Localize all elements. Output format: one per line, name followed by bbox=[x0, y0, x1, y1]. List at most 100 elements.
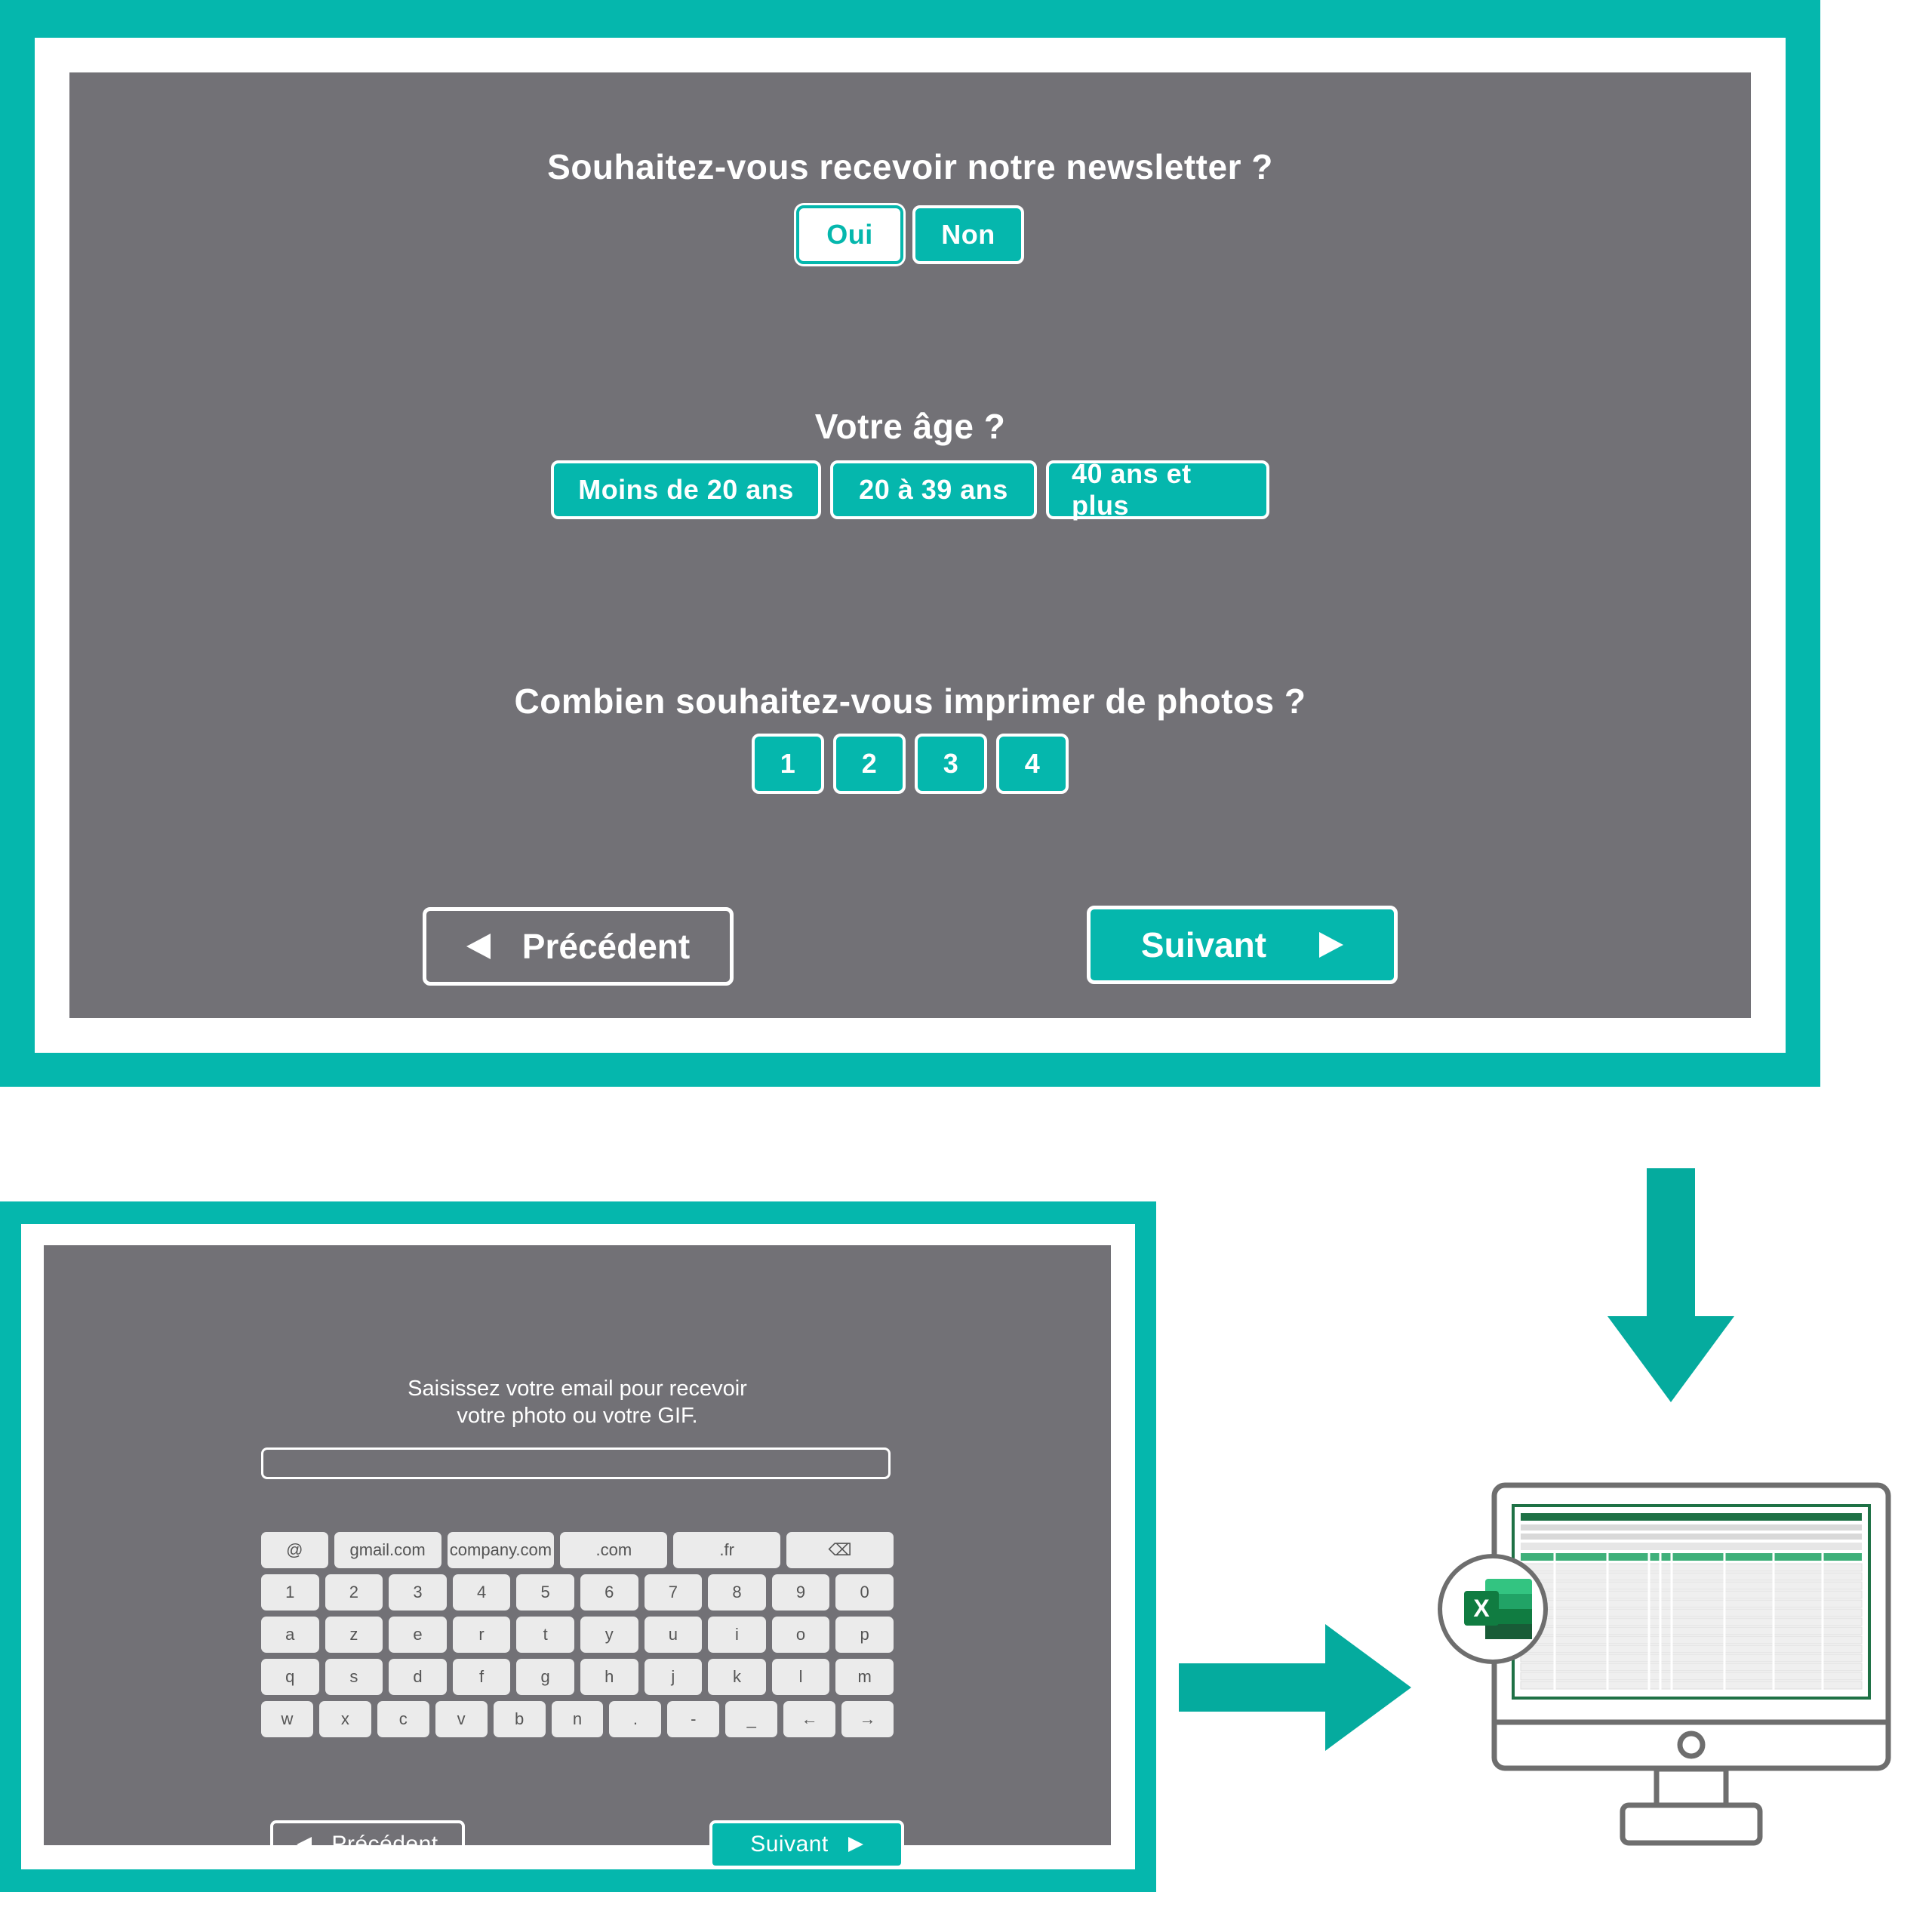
survey-screen-frame: Souhaitez-vous recevoir notre newsletter… bbox=[0, 0, 1820, 1087]
age-20-39-button[interactable]: 20 à 39 ans bbox=[830, 460, 1037, 519]
key-company[interactable]: company.com bbox=[447, 1532, 555, 1568]
key[interactable]: s bbox=[325, 1659, 383, 1695]
key[interactable]: 1 bbox=[261, 1574, 319, 1611]
left-triangle-icon bbox=[297, 1837, 312, 1852]
key[interactable]: x bbox=[318, 1701, 371, 1737]
key[interactable]: m bbox=[835, 1659, 894, 1695]
key[interactable]: k bbox=[708, 1659, 766, 1695]
key[interactable]: 3 bbox=[389, 1574, 447, 1611]
monitor-power-icon bbox=[1677, 1730, 1706, 1759]
email-screen-border: Saisissez votre email pour recevoir votr… bbox=[21, 1224, 1135, 1869]
previous-button[interactable]: Précédent bbox=[423, 907, 734, 986]
key[interactable]: 0 bbox=[835, 1574, 894, 1611]
key[interactable]: h bbox=[580, 1659, 638, 1695]
key[interactable]: 4 bbox=[452, 1574, 511, 1611]
virtual-keyboard: @ gmail.com company.com .com .fr ⌫ 1 2 3… bbox=[261, 1532, 894, 1743]
keyboard-row-digits: 1 2 3 4 5 6 7 8 9 0 bbox=[261, 1574, 894, 1611]
photos-3-button[interactable]: 3 bbox=[915, 734, 987, 794]
right-arrow-head bbox=[1325, 1624, 1411, 1751]
key-dot-com[interactable]: .com bbox=[560, 1532, 668, 1568]
key[interactable]: q bbox=[261, 1659, 319, 1695]
key[interactable]: c bbox=[377, 1701, 429, 1737]
keyboard-row-shortcuts: @ gmail.com company.com .com .fr ⌫ bbox=[261, 1532, 894, 1568]
next-button[interactable]: Suivant bbox=[1087, 906, 1398, 984]
key-underscore[interactable]: _ bbox=[725, 1701, 778, 1737]
monitor-icon: X bbox=[1438, 1482, 1891, 1846]
key[interactable]: 7 bbox=[644, 1574, 703, 1611]
excel-icon: X bbox=[1438, 1554, 1548, 1664]
key[interactable]: o bbox=[771, 1617, 830, 1653]
key[interactable]: u bbox=[644, 1617, 703, 1653]
key-dot[interactable]: . bbox=[609, 1701, 662, 1737]
age-question: Votre âge ? bbox=[814, 407, 1006, 446]
key[interactable]: t bbox=[516, 1617, 574, 1653]
photos-options: 1 2 3 4 bbox=[69, 734, 1751, 794]
key[interactable]: n bbox=[551, 1701, 604, 1737]
key[interactable]: 5 bbox=[516, 1574, 574, 1611]
previous-button-label: Précédent bbox=[521, 927, 691, 966]
key[interactable]: y bbox=[580, 1617, 638, 1653]
email-prompt: Saisissez votre email pour recevoir votr… bbox=[44, 1375, 1111, 1429]
key[interactable]: i bbox=[708, 1617, 766, 1653]
monitor-base bbox=[1620, 1802, 1763, 1846]
key[interactable]: 2 bbox=[325, 1574, 383, 1611]
key-dash[interactable]: - bbox=[667, 1701, 720, 1737]
email-screen: Saisissez votre email pour recevoir votr… bbox=[44, 1245, 1111, 1869]
key[interactable]: g bbox=[516, 1659, 574, 1695]
age-40-plus-button[interactable]: 40 ans et plus bbox=[1046, 458, 1269, 521]
arrow-left-key-icon[interactable]: ← bbox=[783, 1701, 836, 1737]
spreadsheet-icon bbox=[1512, 1504, 1871, 1700]
monitor-neck bbox=[1654, 1766, 1729, 1811]
photos-2-button[interactable]: 2 bbox=[833, 734, 906, 794]
newsletter-options: Oui Non bbox=[69, 205, 1751, 264]
backspace-key-icon[interactable]: ⌫ bbox=[786, 1532, 894, 1568]
key[interactable]: p bbox=[835, 1617, 894, 1653]
key[interactable]: b bbox=[493, 1701, 546, 1737]
email-input[interactable] bbox=[261, 1447, 891, 1479]
key[interactable]: d bbox=[389, 1659, 447, 1695]
key[interactable]: 8 bbox=[708, 1574, 766, 1611]
keyboard-row-letters-1: a z e r t y u i o p bbox=[261, 1617, 894, 1653]
email-screen-frame: Saisissez votre email pour recevoir votr… bbox=[0, 1201, 1156, 1892]
key-dot-fr[interactable]: .fr bbox=[673, 1532, 781, 1568]
email-prompt-line2: votre photo ou votre GIF. bbox=[457, 1404, 698, 1428]
key[interactable]: e bbox=[389, 1617, 447, 1653]
down-arrow-shaft bbox=[1647, 1168, 1695, 1318]
photos-question: Combien souhaitez-vous imprimer de photo… bbox=[514, 681, 1306, 721]
key[interactable]: f bbox=[452, 1659, 511, 1695]
newsletter-no-button[interactable]: Non bbox=[912, 205, 1024, 264]
newsletter-question: Souhaitez-vous recevoir notre newsletter… bbox=[547, 147, 1273, 186]
email-next-button[interactable]: Suivant bbox=[709, 1820, 904, 1869]
survey-screen-border: Souhaitez-vous recevoir notre newsletter… bbox=[35, 38, 1786, 1053]
newsletter-yes-button[interactable]: Oui bbox=[796, 205, 903, 264]
key[interactable]: 9 bbox=[771, 1574, 830, 1611]
survey-screen: Souhaitez-vous recevoir notre newsletter… bbox=[69, 72, 1751, 1018]
email-next-label: Suivant bbox=[750, 1832, 829, 1857]
photos-4-button[interactable]: 4 bbox=[996, 734, 1069, 794]
key-at[interactable]: @ bbox=[261, 1532, 328, 1568]
key[interactable]: z bbox=[325, 1617, 383, 1653]
photos-1-button[interactable]: 1 bbox=[752, 734, 824, 794]
key[interactable]: r bbox=[452, 1617, 511, 1653]
right-triangle-icon bbox=[848, 1837, 863, 1852]
age-under-20-button[interactable]: Moins de 20 ans bbox=[551, 460, 821, 519]
key[interactable]: a bbox=[261, 1617, 319, 1653]
right-triangle-icon bbox=[1319, 932, 1344, 958]
key[interactable]: v bbox=[435, 1701, 488, 1737]
key[interactable]: 6 bbox=[580, 1574, 638, 1611]
email-previous-button[interactable]: Précédent bbox=[270, 1820, 465, 1869]
down-arrow-head bbox=[1607, 1316, 1734, 1402]
left-triangle-icon bbox=[466, 934, 491, 959]
right-arrow-shaft bbox=[1179, 1663, 1328, 1712]
next-button-label: Suivant bbox=[1140, 925, 1267, 964]
key[interactable]: l bbox=[771, 1659, 830, 1695]
key[interactable]: j bbox=[644, 1659, 703, 1695]
key[interactable]: w bbox=[261, 1701, 313, 1737]
email-previous-label: Précédent bbox=[331, 1832, 438, 1857]
key-gmail[interactable]: gmail.com bbox=[334, 1532, 441, 1568]
keyboard-row-letters-2: q s d f g h j k l m bbox=[261, 1659, 894, 1695]
excel-icon-letter: X bbox=[1473, 1595, 1490, 1622]
age-options: Moins de 20 ans 20 à 39 ans 40 ans et pl… bbox=[69, 458, 1751, 521]
arrow-right-key-icon[interactable]: → bbox=[841, 1701, 894, 1737]
keyboard-row-letters-3: w x c v b n . - _ ← → bbox=[261, 1701, 894, 1737]
